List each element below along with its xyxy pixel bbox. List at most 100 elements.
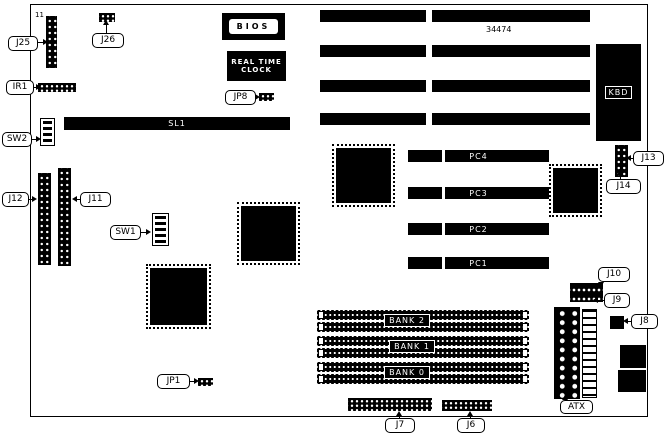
jp1-arrowhead bbox=[194, 378, 199, 384]
j25-leader bbox=[38, 42, 44, 43]
callout-j11: J11 bbox=[80, 192, 111, 207]
ir1-leader bbox=[34, 87, 37, 88]
callout-j25: J25 bbox=[8, 36, 38, 51]
j12-arrowhead bbox=[32, 196, 37, 202]
pci-slot-pc2: PC2 bbox=[408, 223, 549, 235]
j11-connector bbox=[58, 168, 71, 266]
j14-leader bbox=[620, 174, 621, 179]
chip-b bbox=[237, 202, 300, 265]
part-number: 34474 bbox=[486, 25, 512, 34]
callout-j6: J6 bbox=[457, 418, 485, 433]
isa-slot-2-left bbox=[320, 45, 426, 57]
callout-ir1: IR1 bbox=[6, 80, 34, 95]
j7-pin-header bbox=[348, 398, 432, 411]
j12-connector bbox=[38, 173, 51, 265]
rtc-chip: REAL TIME CLOCK bbox=[227, 51, 286, 81]
chip-c bbox=[146, 264, 211, 329]
j13-pin-header bbox=[615, 145, 628, 177]
pc2-key-notch bbox=[442, 223, 445, 235]
ir1-pin-header bbox=[38, 83, 76, 92]
isa-slot-1-right bbox=[432, 10, 590, 22]
pin1-marking: 11 bbox=[35, 11, 44, 19]
sw1-leader bbox=[141, 232, 147, 233]
bios-label: BIOS bbox=[229, 19, 278, 34]
pci-slot-pc1: PC1 bbox=[408, 257, 549, 269]
pci-slot-pc3: PC3 bbox=[408, 187, 549, 199]
pc3-key-notch bbox=[442, 187, 445, 199]
jp8-arrowhead bbox=[255, 94, 260, 100]
callout-j7: J7 bbox=[385, 418, 415, 433]
j25-arrowhead bbox=[43, 39, 48, 45]
pci-slot-pc4: PC4 bbox=[408, 150, 549, 162]
j10-arrowhead bbox=[598, 282, 604, 287]
callout-j10: J10 bbox=[598, 267, 630, 282]
callout-jp8: JP8 bbox=[225, 90, 256, 105]
j6-leader bbox=[470, 416, 471, 418]
pc3-label: PC3 bbox=[469, 188, 488, 198]
bank2-label: BANK 2 bbox=[384, 314, 430, 327]
simm-slot-bank0-b bbox=[317, 374, 529, 384]
kbd-label: KBD bbox=[604, 86, 633, 99]
io-connector-lower bbox=[618, 370, 646, 392]
isa-slot-4-left bbox=[320, 113, 426, 125]
jp8-jumper bbox=[259, 93, 274, 101]
j13-leader bbox=[631, 158, 633, 159]
pc1-label: PC1 bbox=[469, 258, 488, 268]
atx-power-connector bbox=[554, 307, 580, 399]
sl1-label: SL1 bbox=[168, 119, 186, 128]
callout-sw1: SW1 bbox=[110, 225, 141, 240]
j9-leader bbox=[598, 300, 604, 301]
callout-j8: J8 bbox=[631, 314, 658, 329]
j6-pin-header bbox=[442, 400, 492, 411]
sw2-arrowhead bbox=[36, 136, 41, 142]
callout-j13: J13 bbox=[633, 151, 664, 166]
rtc-label-line2: CLOCK bbox=[241, 66, 272, 74]
isa-slot-3-right bbox=[432, 80, 590, 92]
j6-arrowhead bbox=[467, 411, 473, 416]
j26-arrowhead bbox=[103, 20, 109, 25]
pc4-label: PC4 bbox=[469, 151, 488, 161]
simm-slot-bank2-b bbox=[317, 322, 529, 332]
callout-j26: J26 bbox=[92, 33, 124, 48]
sw1-arrowhead bbox=[146, 229, 151, 235]
callout-j14: J14 bbox=[606, 179, 641, 194]
callout-jp1: JP1 bbox=[157, 374, 190, 389]
j14-arrowhead bbox=[617, 170, 623, 175]
j26-component bbox=[99, 13, 115, 22]
io-connector-upper bbox=[620, 345, 646, 368]
j25-pin-header bbox=[46, 16, 57, 68]
j8-leader bbox=[628, 321, 631, 322]
rtc-label-line1: REAL TIME bbox=[231, 58, 282, 66]
bank0-label: BANK 0 bbox=[384, 366, 430, 379]
callout-j9: J9 bbox=[604, 293, 630, 308]
isa-slot-3-left bbox=[320, 80, 426, 92]
callout-atx: ATX bbox=[560, 400, 593, 414]
j7-leader bbox=[399, 416, 400, 418]
j11-leader bbox=[77, 199, 80, 200]
j13-arrowhead bbox=[626, 155, 631, 161]
sw2-leader bbox=[32, 139, 37, 140]
sw2-dip-switch bbox=[40, 118, 55, 146]
bank1-label: BANK 1 bbox=[389, 340, 435, 353]
chip-a bbox=[332, 144, 395, 207]
simm-slot-bank1-b bbox=[317, 348, 529, 358]
callout-j12: J12 bbox=[2, 192, 29, 207]
power-header bbox=[582, 309, 597, 398]
j7-arrowhead bbox=[396, 411, 402, 416]
kbd-connector: KBD bbox=[596, 44, 641, 141]
jp1-leader bbox=[190, 381, 195, 382]
callout-sw2: SW2 bbox=[2, 132, 32, 147]
slot-sl1: SL1 bbox=[64, 117, 290, 130]
j26-leader bbox=[106, 25, 107, 33]
j12-leader bbox=[29, 199, 33, 200]
j8-arrowhead bbox=[623, 318, 628, 324]
atx-arrowhead bbox=[562, 395, 568, 400]
j8-component bbox=[610, 316, 624, 329]
chip-d bbox=[549, 164, 602, 217]
pc2-label: PC2 bbox=[469, 224, 488, 234]
j9-arrowhead bbox=[593, 297, 598, 303]
jp1-jumper bbox=[198, 378, 213, 386]
isa-slot-1-left bbox=[320, 10, 426, 22]
pc4-key-notch bbox=[442, 150, 445, 162]
